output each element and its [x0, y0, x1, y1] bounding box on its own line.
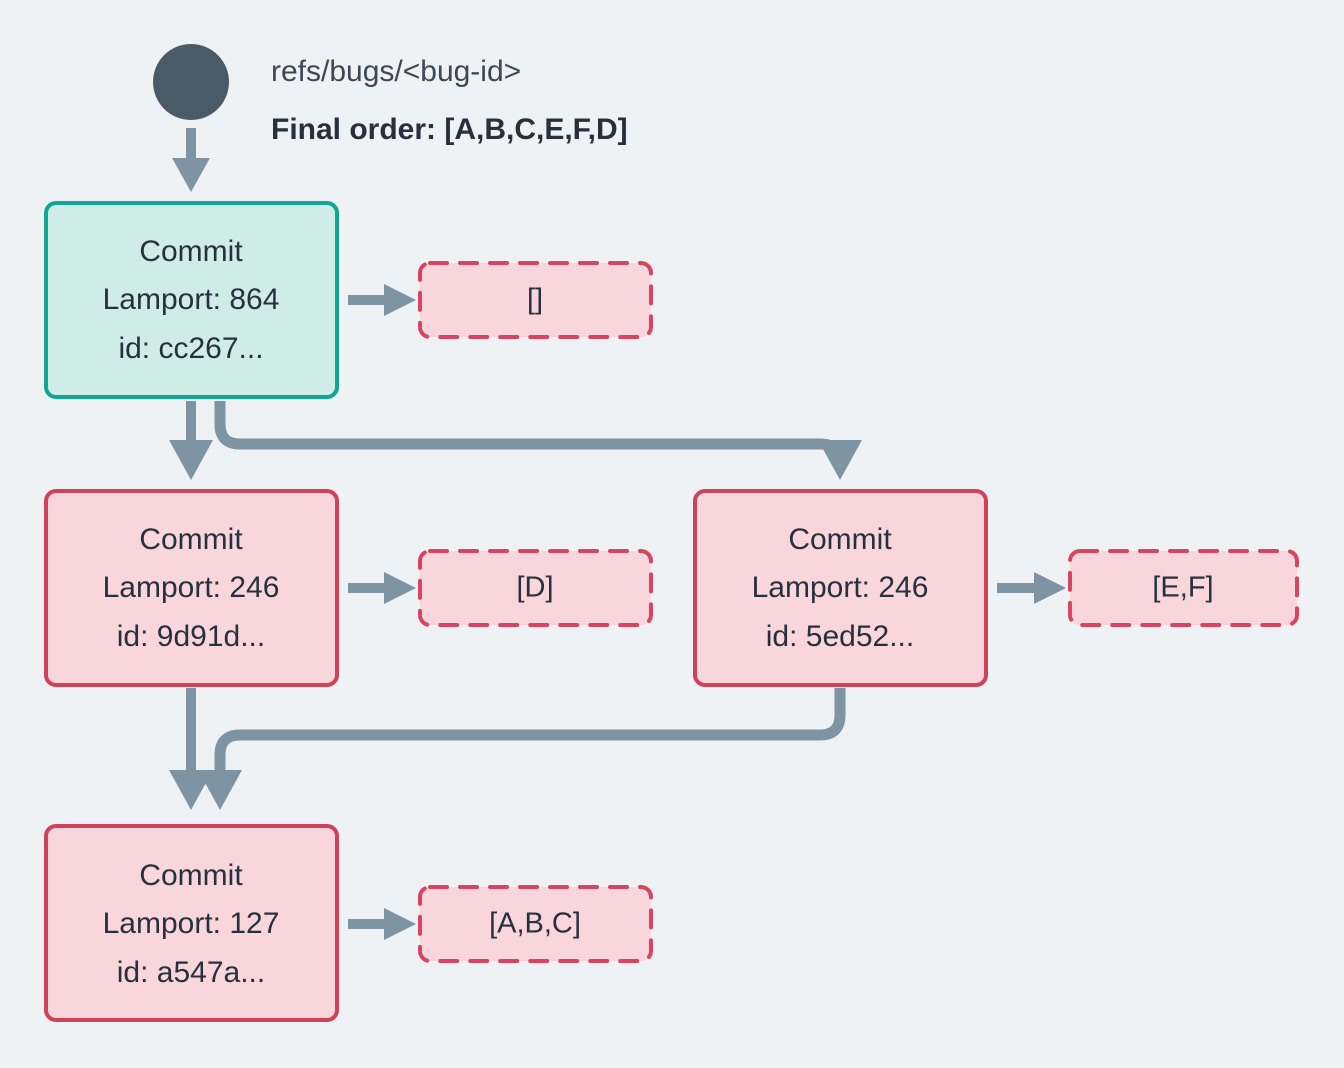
commit-node-5ed52-box[interactable]	[693, 489, 988, 687]
final-order-label: Final order: [A,B,C,E,F,D]	[271, 113, 628, 146]
ops-box-cc267[interactable]: []	[418, 261, 653, 339]
ops-box-cc267-label: []	[527, 284, 543, 316]
commit-node-9d91d-id: id: 9d91d...	[117, 620, 265, 653]
ref-label: refs/bugs/<bug-id>	[271, 55, 521, 88]
edge-9d91d-to-ops	[348, 572, 416, 604]
commit-node-5ed52[interactable]: Commit Lamport: 246 id: 5ed52...	[693, 489, 988, 687]
commit-node-9d91d-box[interactable]	[44, 489, 339, 687]
edge-cc267-to-5ed52	[214, 401, 862, 480]
ops-box-cc267-rect[interactable]	[418, 261, 653, 339]
commit-node-9d91d-title: Commit	[139, 523, 243, 556]
ops-box-a547a-rect[interactable]	[418, 885, 653, 963]
edge-5ed52-to-ops	[997, 572, 1066, 604]
commit-node-a547a[interactable]: Commit Lamport: 127 id: a547a...	[44, 824, 339, 1022]
commit-node-cc267-title: Commit	[139, 235, 243, 268]
commit-node-5ed52-title: Commit	[788, 523, 892, 556]
edge-root-to-cc267	[172, 128, 210, 192]
edge-cc267-to-ops	[348, 284, 416, 316]
ops-box-5ed52-label: [E,F]	[1152, 572, 1213, 604]
commit-node-a547a-title: Commit	[139, 859, 243, 892]
ops-box-9d91d-label: [D]	[516, 572, 553, 604]
commit-node-5ed52-lamport: Lamport: 246	[752, 571, 929, 604]
commit-node-a547a-id: id: a547a...	[117, 956, 265, 989]
commit-node-cc267-box[interactable]	[44, 201, 339, 399]
edge-9d91d-to-a547a	[169, 688, 213, 810]
commit-node-9d91d[interactable]: Commit Lamport: 246 id: 9d91d...	[44, 489, 339, 687]
commit-node-cc267-id: id: cc267...	[118, 332, 263, 365]
ops-box-5ed52[interactable]: [E,F]	[1068, 549, 1299, 627]
ops-box-5ed52-rect[interactable]	[1068, 549, 1299, 627]
ops-box-a547a-label: [A,B,C]	[489, 908, 581, 940]
ops-box-9d91d-rect[interactable]	[418, 549, 653, 627]
commit-node-cc267-lamport: Lamport: 864	[103, 283, 280, 316]
edge-a547a-to-ops	[348, 908, 416, 940]
edge-5ed52-to-a547a	[198, 688, 846, 810]
commit-node-a547a-box[interactable]	[44, 824, 339, 1022]
edge-cc267-to-9d91d	[169, 401, 213, 480]
commit-node-5ed52-id: id: 5ed52...	[766, 620, 914, 653]
ops-box-9d91d[interactable]: [D]	[418, 549, 653, 627]
commit-node-cc267[interactable]: Commit Lamport: 864 id: cc267...	[44, 201, 339, 399]
ops-box-a547a[interactable]: [A,B,C]	[418, 885, 653, 963]
root-dot-icon	[153, 44, 229, 120]
commit-node-a547a-lamport: Lamport: 127	[103, 907, 280, 940]
commit-node-9d91d-lamport: Lamport: 246	[103, 571, 280, 604]
